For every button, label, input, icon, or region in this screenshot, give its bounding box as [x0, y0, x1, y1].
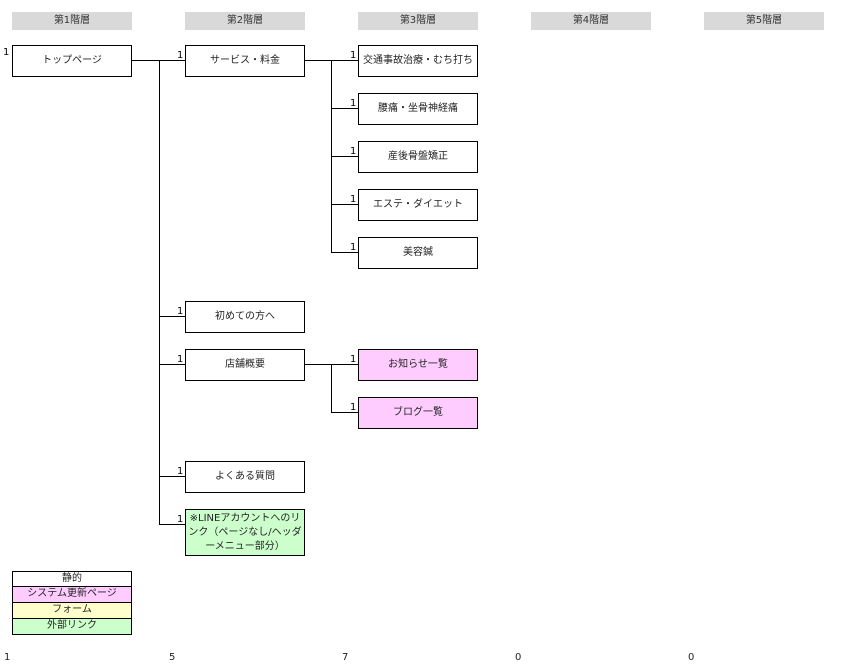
connector-line [305, 60, 359, 61]
connector-line [331, 252, 359, 253]
node-postnatal-pelvis: 産後骨盤矯正 [358, 141, 478, 173]
node-service: サービス・料金 [185, 45, 305, 77]
connector-line [159, 476, 186, 477]
level-5-header: 第5階層 [704, 12, 824, 30]
page-count: 1 [350, 50, 357, 61]
page-count: 1 [177, 50, 184, 61]
legend-form: フォーム [12, 603, 132, 619]
connector-line [159, 524, 186, 525]
page-count: 1 [177, 306, 184, 317]
connector-line [159, 60, 160, 525]
connector-line [305, 364, 359, 365]
level-3-total: 7 [342, 652, 349, 663]
page-count: 1 [177, 514, 184, 525]
node-blog-list: ブログ一覧 [358, 397, 478, 429]
page-count: 1 [350, 194, 357, 205]
level-1-total: 1 [4, 652, 11, 663]
node-news-list: お知らせ一覧 [358, 349, 478, 381]
connector-line [331, 204, 359, 205]
level-5-total: 0 [688, 652, 695, 663]
level-3-header: 第3階層 [358, 12, 478, 30]
page-count: 1 [350, 146, 357, 157]
level-1-header: 第1階層 [12, 12, 132, 30]
node-top-page: トップページ [12, 45, 132, 77]
connector-line [331, 364, 332, 413]
page-count: 1 [350, 402, 357, 413]
node-beauty-acupuncture: 美容鍼 [358, 237, 478, 269]
connector-line [331, 156, 359, 157]
connector-line [159, 364, 186, 365]
level-2-total: 5 [169, 652, 176, 663]
connector-line [331, 412, 359, 413]
connector-line [159, 316, 186, 317]
level-4-total: 0 [515, 652, 522, 663]
node-traffic-accident: 交通事故治療・むち打ち [358, 45, 478, 77]
connector-line [331, 108, 359, 109]
page-count: 1 [350, 354, 357, 365]
page-count: 1 [3, 47, 10, 58]
legend-static: 静的 [12, 571, 132, 587]
legend-system-update: システム更新ページ [12, 587, 132, 603]
node-back-pain: 腰痛・坐骨神経痛 [358, 93, 478, 125]
page-count: 1 [177, 466, 184, 477]
node-esthe-diet: エステ・ダイエット [358, 189, 478, 221]
page-count: 1 [350, 98, 357, 109]
node-store-info: 店舗概要 [185, 349, 305, 381]
legend-external-link: 外部リンク [12, 619, 132, 635]
node-faq: よくある質問 [185, 461, 305, 493]
page-count: 1 [350, 242, 357, 253]
node-line-link: ※LINEアカウントへのリンク（ページなし/ヘッダーメニュー部分） [185, 509, 305, 556]
level-4-header: 第4階層 [531, 12, 651, 30]
page-count: 1 [177, 354, 184, 365]
level-2-header: 第2階層 [185, 12, 305, 30]
node-first-visit: 初めての方へ [185, 301, 305, 333]
